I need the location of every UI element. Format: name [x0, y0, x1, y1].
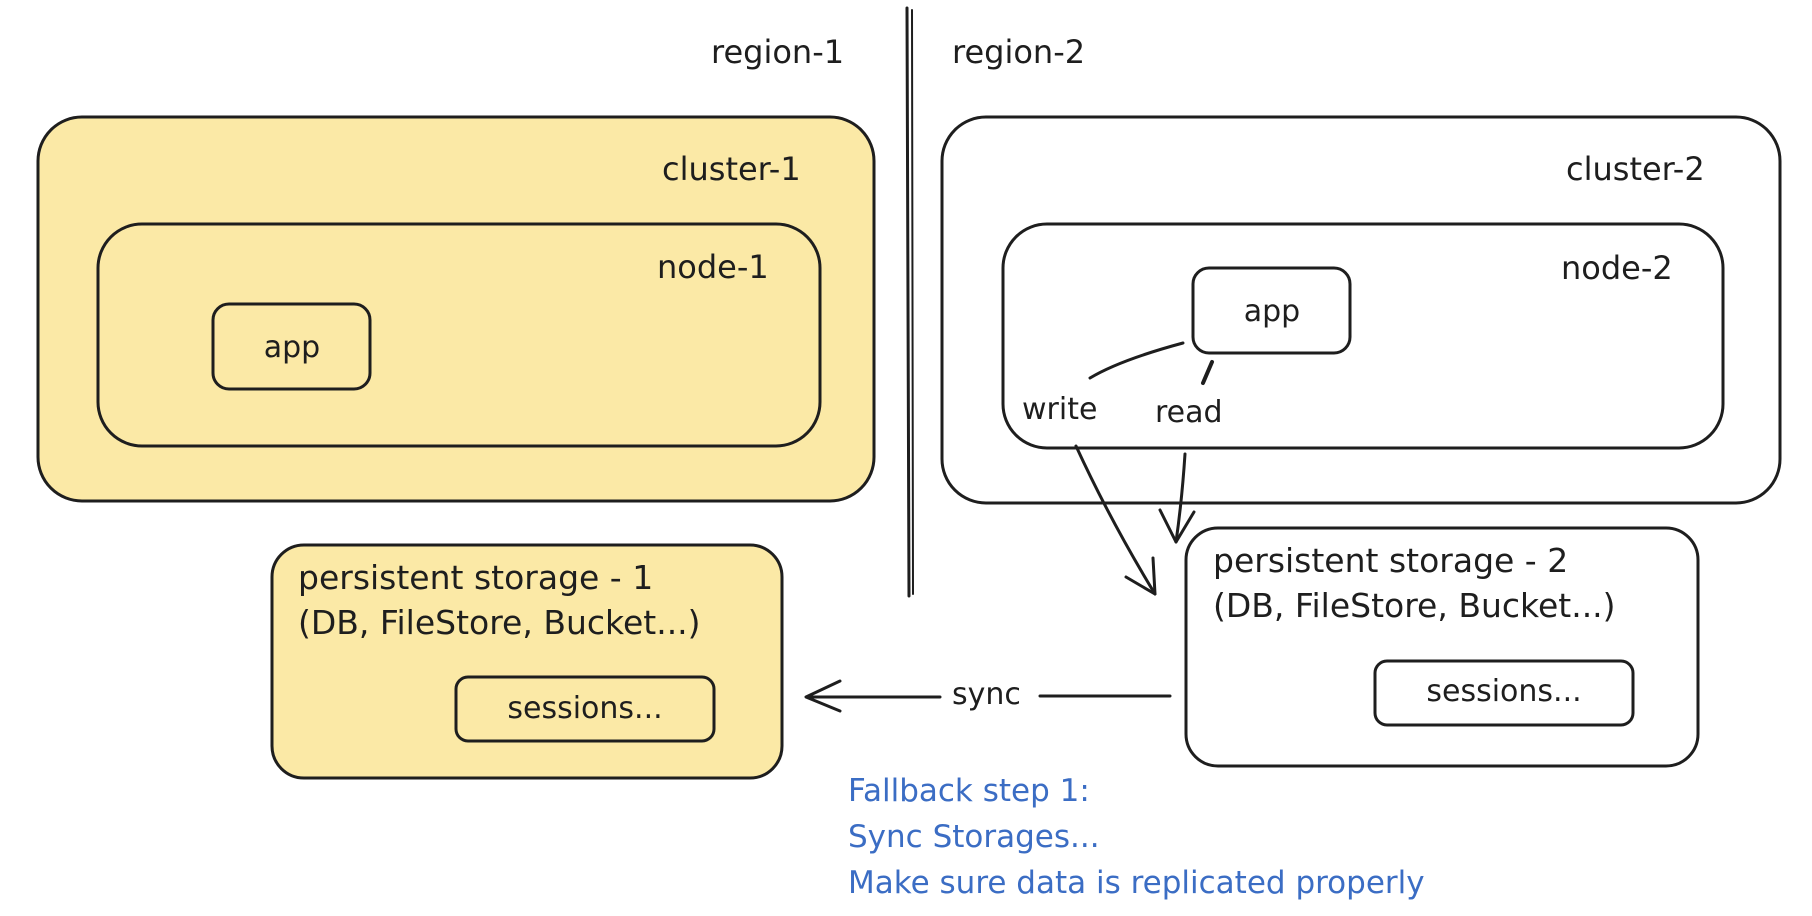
node-2-box[interactable]: [1001, 222, 1725, 450]
sync-label: sync: [952, 677, 1021, 712]
storage-2-line2: (DB, FileStore, Bucket...): [1213, 586, 1616, 625]
region-divider: [905, 6, 911, 598]
app-2-label: app: [1243, 294, 1301, 329]
sync-arrowhead: [804, 679, 842, 713]
write-connector: [1088, 341, 1185, 380]
storage-2-title: persistent storage - 2 (DB, FileStore, B…: [1213, 538, 1616, 628]
storage-1-title: persistent storage - 1 (DB, FileStore, B…: [298, 555, 701, 645]
fallback-note-line2: Sync Storages...: [848, 819, 1100, 855]
region-divider-shadow: [911, 9, 914, 595]
cluster-1-label: cluster-1: [662, 150, 801, 188]
read-arrowhead: [1158, 508, 1196, 544]
cluster-2-label: cluster-2: [1566, 150, 1705, 188]
app-1-box[interactable]: [211, 302, 372, 391]
node-1-label: node-1: [657, 248, 769, 286]
fallback-note-line1: Fallback step 1:: [848, 773, 1090, 809]
write-label: write: [1022, 392, 1098, 427]
sessions-1-box[interactable]: [454, 675, 716, 743]
app-1-label: app: [263, 330, 321, 365]
read-label: read: [1155, 395, 1223, 430]
storage-1-line1: persistent storage - 1: [298, 558, 654, 597]
read-connector: [1201, 360, 1214, 385]
write-arrow: [1074, 444, 1157, 596]
sessions-2-box[interactable]: [1373, 659, 1635, 727]
region-1-label: region-1: [711, 33, 845, 71]
storage-1-line2: (DB, FileStore, Bucket...): [298, 603, 701, 642]
storage-2-line1: persistent storage - 2: [1213, 541, 1569, 580]
region-2-label: region-2: [952, 33, 1086, 71]
fallback-note: Fallback step 1: Sync Storages... Make s…: [848, 768, 1425, 906]
read-arrow: [1174, 452, 1187, 544]
sessions-2-label: sessions...: [1426, 674, 1582, 709]
fallback-note-line3: Make sure data is replicated properly: [848, 865, 1425, 901]
app-2-box[interactable]: [1191, 266, 1352, 355]
write-arrowhead: [1124, 556, 1157, 596]
sessions-1-label: sessions...: [507, 691, 663, 726]
node-2-label: node-2: [1561, 249, 1673, 287]
